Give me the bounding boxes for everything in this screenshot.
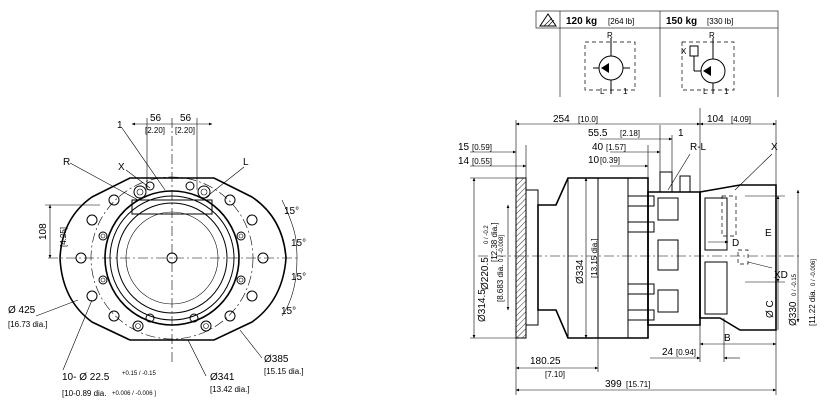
side-dim-399: 399: [605, 379, 622, 390]
side-dim-55-5: 55.5: [588, 128, 608, 139]
front-dim-56-left: 56: [150, 113, 162, 124]
ports: [131, 181, 213, 215]
front-holes-in: [10-0.89 dia.: [62, 389, 106, 398]
side-dim-14: 14: [458, 156, 470, 167]
front-holes: 10- Ø 22.5: [62, 372, 110, 383]
hydraulic-schematic-2: X R L 1: [681, 31, 735, 96]
side-dim-180-25-in: [7.10]: [545, 370, 565, 379]
front-dia-425-in: [16.73 dia.]: [8, 320, 48, 329]
front-angle-3: 15°: [291, 272, 306, 283]
front-dim-108: 108: [38, 223, 49, 240]
front-angle-4: 15°: [281, 306, 296, 317]
front-flange-outline: [59, 177, 287, 341]
side-dia-220-5-tol: 0 / -0.2: [484, 225, 490, 244]
side-dim-10-in: [0.39]: [600, 156, 620, 165]
side-dia-334: Ø334: [575, 259, 586, 284]
side-dim-24-in: [0.94]: [676, 348, 696, 357]
side-view: 254 [10.0] 104 [4.09] 55.5 [2.18] 1 40 […: [458, 108, 817, 395]
inner-bolts: [98, 231, 246, 332]
side-label-c: Ø C: [765, 300, 776, 318]
side-dia-330: Ø330: [788, 301, 799, 326]
weight-table: 120 kg [264 lb] 150 kg [330 lb]: [535, 10, 779, 97]
side-dim-180-25: 180.25: [530, 356, 561, 367]
schematic-1-one: 1: [623, 87, 628, 96]
side-dia-314-5: Ø314.5: [477, 289, 488, 322]
side-motor-body: [537, 177, 649, 339]
weight-icon: [539, 13, 557, 27]
weight-1: 120 kg: [566, 16, 597, 27]
side-label-d: D: [732, 238, 739, 249]
mounting-holes: [75, 194, 269, 322]
side-dia-334-in: [13.15 dia.]: [590, 238, 599, 278]
side-dim-14-in: [0.55]: [472, 157, 492, 166]
schematic-2-one: 1: [724, 87, 729, 96]
side-dim-40: 40: [592, 142, 604, 153]
side-flange: [515, 177, 527, 339]
side-dia-220-5-in: [8.683 dia.: [496, 265, 505, 302]
schematic-2-l: L: [703, 87, 708, 96]
front-label-x: X: [118, 162, 125, 173]
front-dia-385-in: [15.15 dia.]: [264, 367, 304, 376]
front-label-r: R: [63, 157, 70, 168]
side-label-b: B: [724, 333, 731, 344]
front-holes-in-tol: +0.006 / -0.006 ]: [112, 391, 156, 397]
front-label-1: 1: [117, 120, 123, 131]
hydraulic-schematic-1: R L 1: [584, 31, 636, 96]
front-dim-56-right: 56: [180, 113, 192, 124]
side-dia-330-tol: 0 / -0.15: [792, 273, 798, 296]
front-label-l: L: [243, 157, 249, 168]
side-dim-15: 15: [458, 142, 470, 153]
side-dia-220-5-in-tol: 0 / -0.008]: [499, 235, 505, 262]
front-dim-56-left-in: [2.20]: [145, 126, 165, 135]
front-dia-385: Ø385: [264, 354, 289, 365]
weight-2-lb: [330 lb]: [707, 17, 733, 26]
side-label-1: 1: [678, 128, 684, 139]
side-label-x: X: [771, 142, 778, 153]
side-dia-330-in-tol: 0 / -0.006]: [811, 259, 817, 286]
weight-1-lb: [264 lb]: [608, 17, 634, 26]
side-label-rl: R-L: [690, 142, 707, 153]
side-dim-254: 254: [553, 114, 570, 125]
side-dim-10: 10: [588, 155, 600, 166]
side-dim-104: 104: [707, 114, 724, 125]
front-dia-341: Ø341: [210, 372, 235, 383]
side-dim-254-in: [10.0]: [578, 115, 598, 124]
schematic-1-l: L: [600, 87, 605, 96]
front-dia-425: Ø 425: [8, 305, 36, 316]
side-dim-55-5-in: [2.18]: [620, 129, 640, 138]
front-dim-56-right-in: [2.20]: [175, 126, 195, 135]
side-dim-399-in: [15.71]: [626, 380, 650, 389]
schematic-1-r: R: [607, 31, 613, 40]
front-dia-341-in: [13.42 dia.]: [210, 385, 250, 394]
side-dim-24: 24: [662, 347, 674, 358]
front-angle-2: 15°: [291, 238, 306, 249]
weight-2: 150 kg: [666, 16, 697, 27]
front-dim-108-in: [4.25]: [59, 227, 68, 247]
side-label-xd: XD: [774, 270, 788, 281]
front-holes-tol: +0.15 / -0.15: [122, 371, 157, 377]
schematic-2-r: R: [709, 31, 715, 40]
side-dia-220-5: Ø220.5: [480, 257, 491, 290]
side-dim-15-in: [0.59]: [472, 143, 492, 152]
side-dim-104-in: [4.09]: [731, 115, 751, 124]
front-view: 56 [2.20] 56 [2.20] 1 R X L 108 [4.25] 1…: [8, 113, 306, 398]
side-dim-40-in: [1.57]: [606, 143, 626, 152]
side-dia-314-5-in: [12.38 dia.]: [490, 222, 499, 262]
side-bolts: [627, 195, 655, 321]
side-label-e: E: [765, 228, 772, 239]
side-brake-housing: [699, 184, 777, 331]
side-dia-330-in: [11.22 dia.: [808, 289, 817, 326]
schematic-2-x: X: [681, 47, 687, 56]
front-angle-1: 15°: [284, 206, 299, 217]
